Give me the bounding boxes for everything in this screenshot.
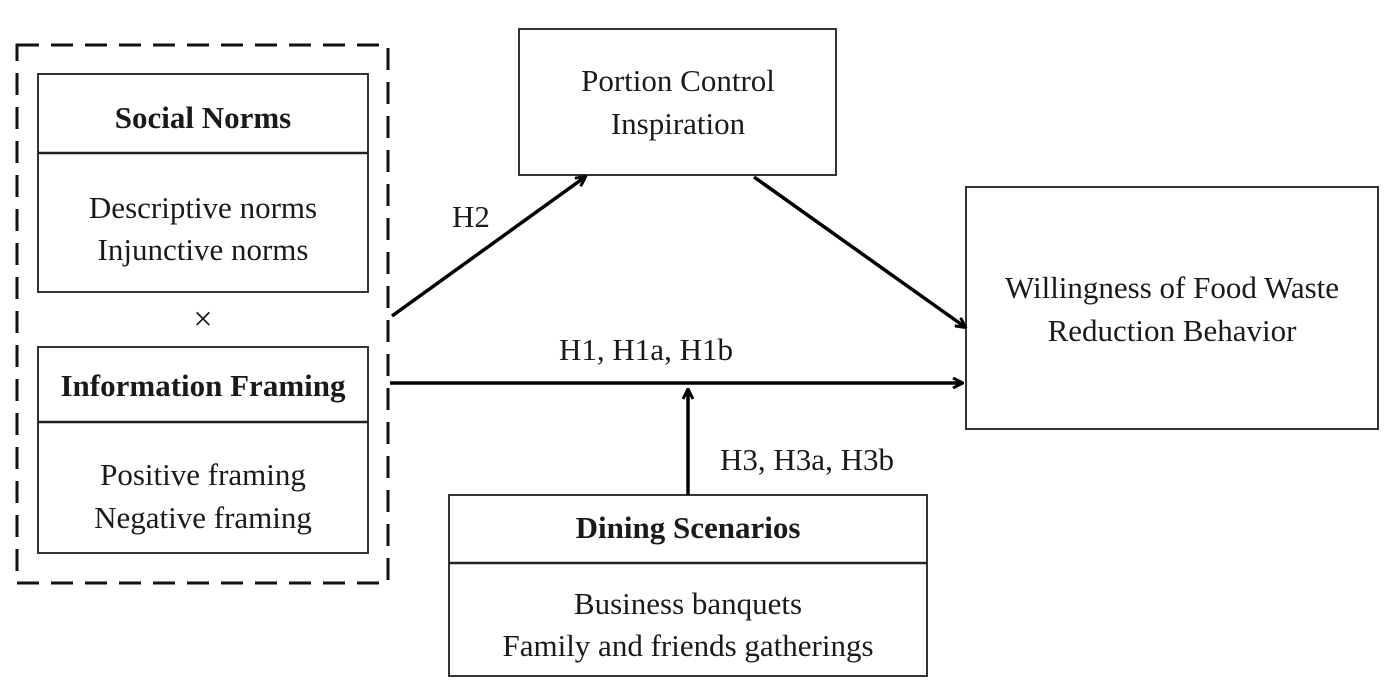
label-h3: H3, H3a, H3b (720, 442, 894, 477)
information-framing-title: Information Framing (60, 368, 346, 403)
arrow-mediator-to-outcome (752, 175, 965, 327)
dining-item-family: Family and friends gatherings (502, 628, 873, 663)
outcome-line-1: Willingness of Food Waste (1005, 270, 1339, 305)
food-waste-reduction-box: Willingness of Food Waste Reduction Beha… (965, 186, 1379, 430)
mediator-line-1: Portion Control (581, 63, 775, 98)
dining-scenarios-title: Dining Scenarios (576, 510, 801, 545)
information-framing-box: Information Framing Positive framing Neg… (37, 346, 369, 554)
social-norms-box: Social Norms Descriptive norms Injunctiv… (37, 73, 369, 293)
label-h1: H1, H1a, H1b (559, 332, 733, 367)
mediator-line-2: Inspiration (611, 106, 746, 141)
portion-control-inspiration-box: Portion Control Inspiration (518, 28, 837, 176)
dining-scenarios-box: Dining Scenarios Business banquets Famil… (448, 494, 928, 677)
arrow-h2-to-mediator (390, 177, 585, 318)
independent-variables-group (15, 43, 390, 585)
interaction-symbol: × (193, 301, 212, 338)
social-norms-item-descriptive: Descriptive norms (89, 190, 317, 225)
framing-item-positive: Positive framing (100, 457, 306, 492)
outcome-line-2: Reduction Behavior (1048, 313, 1297, 348)
label-h2: H2 (452, 199, 490, 234)
social-norms-item-injunctive: Injunctive norms (98, 232, 309, 267)
dining-item-business: Business banquets (574, 586, 802, 621)
social-norms-title: Social Norms (115, 100, 292, 135)
framing-item-negative: Negative framing (94, 500, 312, 535)
